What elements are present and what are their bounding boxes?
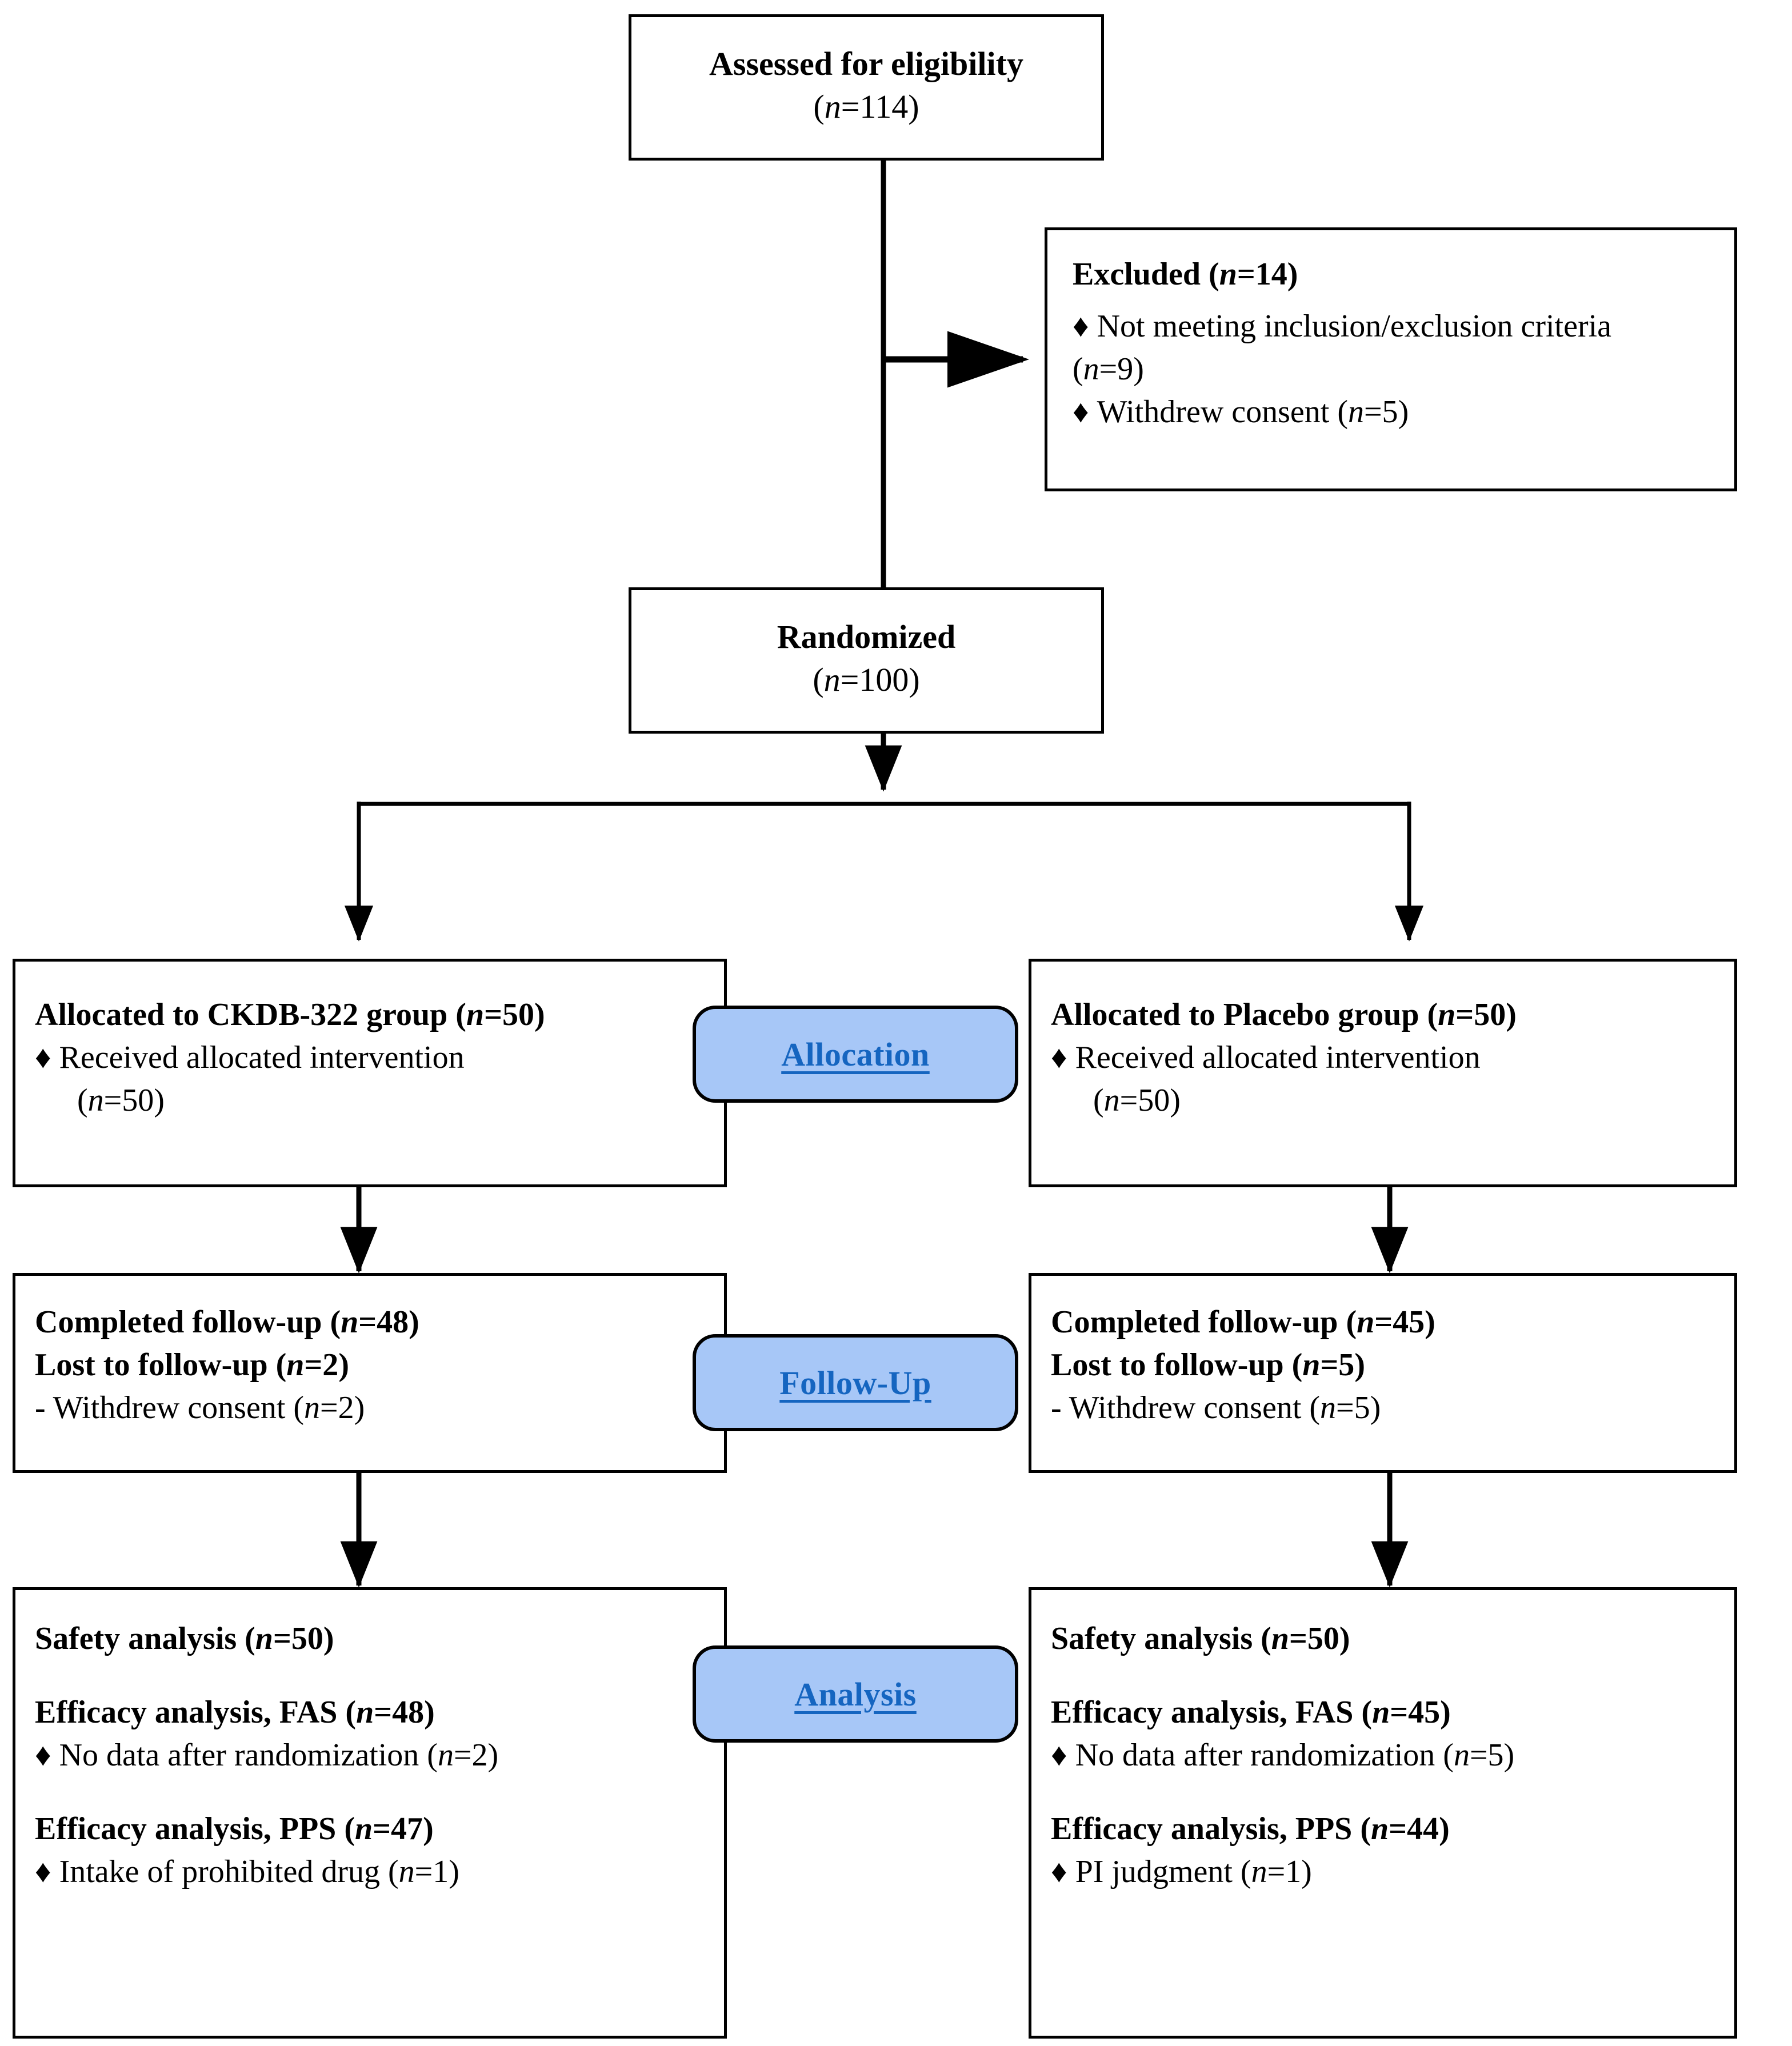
alloc-right-bullet: ♦Received allocated intervention: [1051, 1040, 1481, 1076]
assessed-title: Assessed for eligibility: [709, 45, 1023, 82]
stage-label-followup-text: Follow-Up: [779, 1364, 931, 1402]
analysis-right-fas: Efficacy analysis, FAS (n=45): [1051, 1695, 1451, 1731]
stage-label-allocation: Allocation: [693, 1006, 1018, 1103]
node-excluded: Excluded (n=14) ♦Not meeting inclusion/e…: [1045, 227, 1737, 491]
node-randomized: Randomized (n=100): [629, 587, 1104, 734]
alloc-right-heading: Allocated to Placebo group (n=50): [1051, 997, 1517, 1032]
node-analysis-ckdb322: Safety analysis (n=50) Efficacy analysis…: [13, 1587, 727, 2039]
analysis-left-pps: Efficacy analysis, PPS (n=47): [35, 1811, 434, 1847]
analysis-right-fas-bullet: ♦No data after randomization (n=5): [1051, 1737, 1515, 1773]
randomized-count: (n=100): [813, 661, 920, 699]
alloc-left-bullet: ♦Received allocated intervention: [35, 1040, 465, 1076]
node-followup-placebo: Completed follow-up (n=45) Lost to follo…: [1029, 1273, 1737, 1473]
stage-label-followup: Follow-Up: [693, 1334, 1018, 1431]
diamond-bullet-icon: ♦: [35, 1737, 51, 1773]
node-followup-ckdb322: Completed follow-up (n=48) Lost to follo…: [13, 1273, 727, 1473]
follow-right-completed: Completed follow-up (n=45): [1051, 1304, 1435, 1340]
analysis-left-safety: Safety analysis (n=50): [35, 1621, 334, 1656]
alloc-left-bullet-count: (n=50): [77, 1083, 165, 1119]
excluded-item-criteria: ♦Not meeting inclusion/exclusion criteri…: [1073, 309, 1612, 345]
diamond-bullet-icon: ♦: [35, 1040, 51, 1076]
alloc-left-heading: Allocated to CKDB-322 group (n=50): [35, 997, 545, 1032]
alloc-right-bullet-count: (n=50): [1093, 1083, 1181, 1119]
analysis-left-fas: Efficacy analysis, FAS (n=48): [35, 1695, 435, 1731]
stage-label-allocation-text: Allocation: [781, 1035, 930, 1073]
diamond-bullet-icon: ♦: [1051, 1737, 1067, 1773]
analysis-right-pps-bullet: ♦PI judgment (n=1): [1051, 1854, 1312, 1890]
follow-left-completed: Completed follow-up (n=48): [35, 1304, 419, 1340]
analysis-left-fas-bullet: ♦No data after randomization (n=2): [35, 1737, 499, 1773]
diamond-bullet-icon: ♦: [1051, 1040, 1067, 1076]
assessed-count: (n=114): [813, 88, 919, 126]
analysis-right-safety: Safety analysis (n=50): [1051, 1621, 1350, 1656]
follow-left-withdrew: - Withdrew consent (n=2): [35, 1390, 365, 1426]
analysis-right-pps: Efficacy analysis, PPS (n=44): [1051, 1811, 1450, 1847]
randomized-title: Randomized: [777, 618, 956, 655]
follow-right-lost: Lost to follow-up (n=5): [1051, 1347, 1365, 1383]
analysis-left-pps-bullet: ♦Intake of prohibited drug (n=1): [35, 1854, 459, 1890]
excluded-item-criteria-count: (n=9): [1073, 351, 1144, 387]
stage-label-analysis: Analysis: [693, 1645, 1018, 1743]
diamond-bullet-icon: ♦: [35, 1854, 51, 1890]
node-allocated-placebo: Allocated to Placebo group (n=50) ♦Recei…: [1029, 959, 1737, 1187]
diamond-bullet-icon: ♦: [1051, 1854, 1067, 1890]
node-allocated-ckdb322: Allocated to CKDB-322 group (n=50) ♦Rece…: [13, 959, 727, 1187]
node-assessed-for-eligibility: Assessed for eligibility (n=114): [629, 14, 1104, 161]
excluded-heading: Excluded (n=14): [1073, 257, 1298, 292]
node-analysis-placebo: Safety analysis (n=50) Efficacy analysis…: [1029, 1587, 1737, 2039]
diamond-bullet-icon: ♦: [1073, 394, 1089, 430]
follow-left-lost: Lost to follow-up (n=2): [35, 1347, 349, 1383]
stage-label-analysis-text: Analysis: [794, 1675, 917, 1713]
follow-right-withdrew: - Withdrew consent (n=5): [1051, 1390, 1381, 1426]
excluded-item-withdrew: ♦Withdrew consent (n=5): [1073, 394, 1409, 430]
diamond-bullet-icon: ♦: [1073, 309, 1089, 345]
